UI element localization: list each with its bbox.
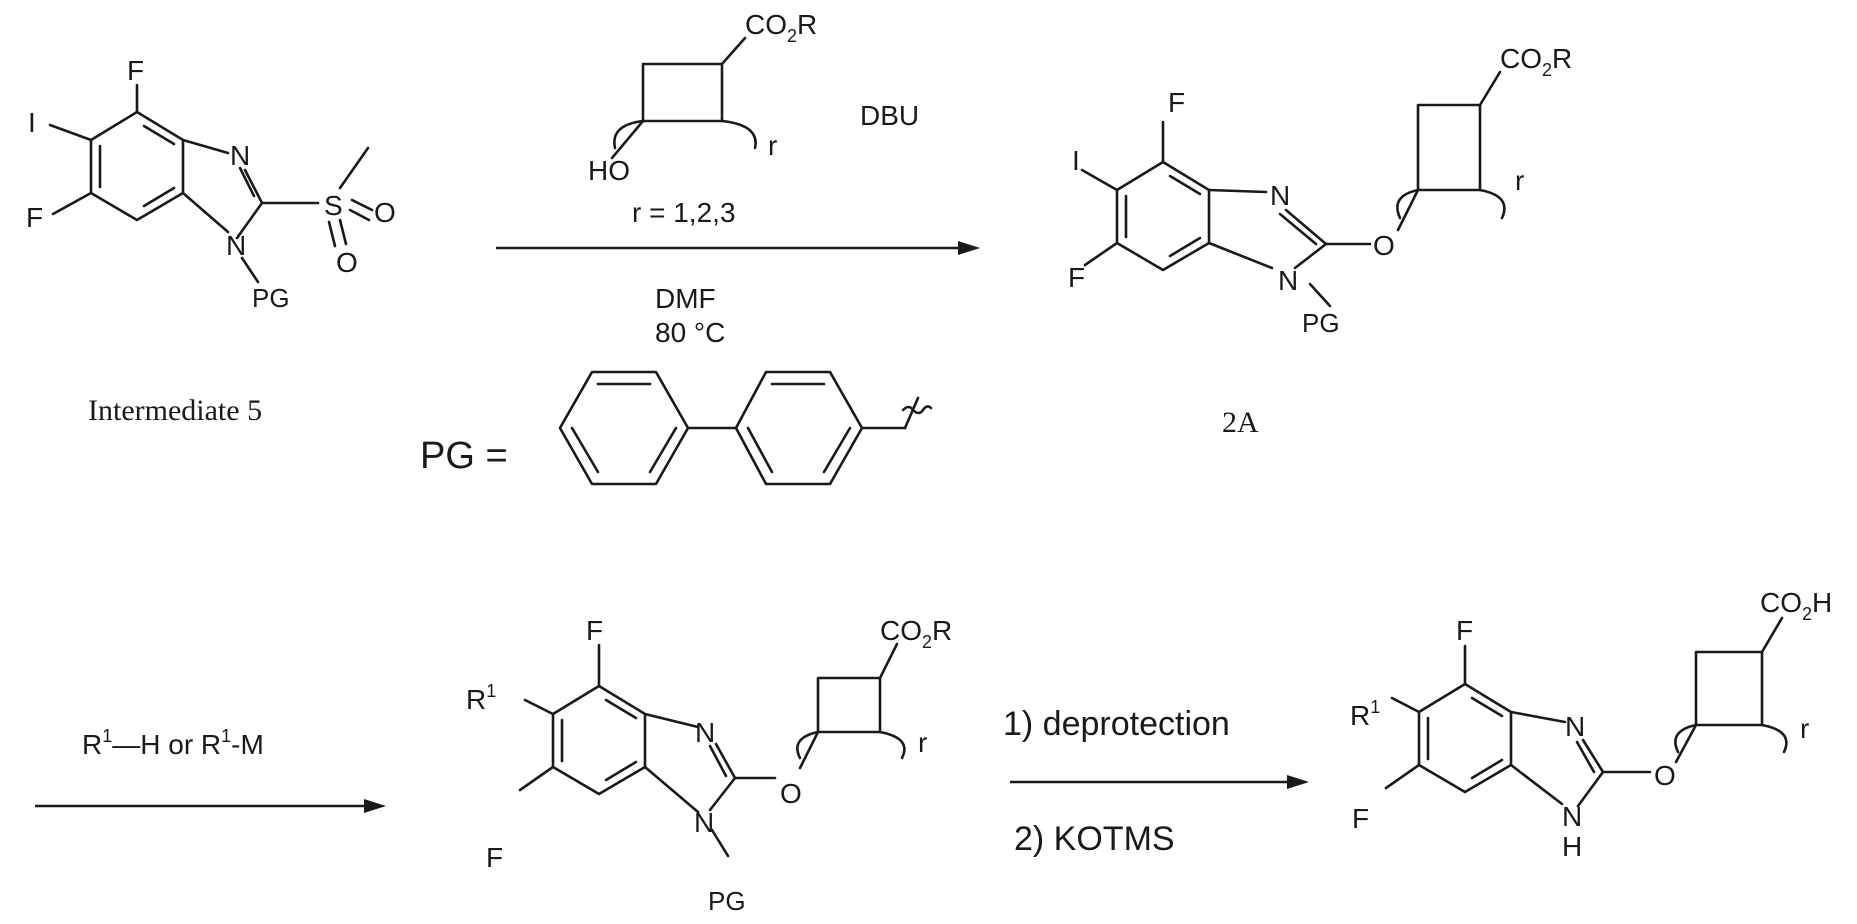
atom-f-bottom: F bbox=[1068, 262, 1085, 293]
reaction-arrow-1 bbox=[496, 241, 980, 255]
step3-kotms: 2) KOTMS bbox=[1014, 820, 1175, 858]
acid-group: CO2H bbox=[1760, 587, 1832, 624]
ring-size-r: r bbox=[1800, 713, 1809, 744]
atom-iodine: I bbox=[28, 107, 36, 138]
atom-f-bottom: F bbox=[486, 842, 503, 873]
ring-size-r: r bbox=[918, 727, 927, 758]
ring-size-r: r bbox=[768, 130, 777, 161]
step3-deprotection: 1) deprotection bbox=[1003, 705, 1230, 743]
atom-n-bottom: N bbox=[694, 807, 714, 838]
atom-n-bottom: N bbox=[226, 230, 246, 261]
atom-f-bottom: F bbox=[26, 202, 43, 233]
atom-sulfur: S bbox=[324, 190, 343, 221]
atom-h: H bbox=[1562, 831, 1582, 862]
atom-ether-oxygen: O bbox=[780, 778, 802, 809]
atom-n-bottom: N bbox=[1278, 265, 1298, 296]
atom-iodine: I bbox=[1072, 145, 1080, 176]
atom-ether-oxygen: O bbox=[1373, 230, 1395, 261]
atom-f-top: F bbox=[127, 55, 144, 86]
atom-oxygen-2: O bbox=[336, 247, 358, 278]
atom-f-top: F bbox=[1456, 615, 1473, 646]
protecting-group-label: PG bbox=[252, 283, 290, 313]
step2-reagent: R1—H or R1-M bbox=[82, 726, 264, 760]
reagent-dbu: DBU bbox=[860, 100, 919, 131]
r-values: r = 1,2,3 bbox=[632, 197, 736, 228]
ester-group: CO2R bbox=[880, 615, 952, 652]
atom-n-top: N bbox=[695, 717, 715, 748]
intermediate-5-structure: F I F N N S O O PG bbox=[26, 55, 396, 313]
biphenylmethyl-structure bbox=[560, 372, 931, 484]
product-2a-structure: F I F N N O CO2R r PG bbox=[1068, 43, 1572, 338]
r1-substituent: R1 bbox=[466, 681, 496, 715]
final-acid-structure: F R1 F N N H O CO2H r bbox=[1350, 587, 1832, 862]
ester-group: CO2R bbox=[1500, 43, 1572, 80]
r1-intermediate-structure: F R1 F N N O CO2R r PG bbox=[466, 615, 952, 916]
atom-n-top: N bbox=[1565, 711, 1585, 742]
ring-size-r: r bbox=[1515, 165, 1524, 196]
cyclobutanol-ester-reagent: CO2R HO r bbox=[588, 9, 817, 186]
atom-f-top: F bbox=[586, 615, 603, 646]
reaction-arrow-2 bbox=[35, 799, 386, 813]
atom-n-top: N bbox=[230, 140, 250, 171]
atom-ether-oxygen: O bbox=[1654, 760, 1676, 791]
atom-n-top: N bbox=[1270, 180, 1290, 211]
atom-f-top: F bbox=[1168, 87, 1185, 118]
solvent-dmf: DMF bbox=[655, 283, 716, 314]
ester-group: CO2R bbox=[745, 9, 817, 46]
r1-substituent: R1 bbox=[1350, 697, 1380, 731]
intermediate-5-label: Intermediate 5 bbox=[88, 394, 262, 427]
product-2a-label: 2A bbox=[1222, 406, 1259, 439]
hydroxyl-group: HO bbox=[588, 155, 630, 186]
atom-f-bottom: F bbox=[1352, 803, 1369, 834]
temperature: 80 °C bbox=[655, 317, 725, 348]
reaction-arrow-3 bbox=[1010, 775, 1309, 789]
pg-definition-label: PG = bbox=[420, 435, 508, 477]
protecting-group-label: PG bbox=[1302, 308, 1340, 338]
protecting-group-label: PG bbox=[708, 886, 746, 916]
atom-n-h: N bbox=[1562, 801, 1582, 832]
atom-oxygen-1: O bbox=[374, 197, 396, 228]
